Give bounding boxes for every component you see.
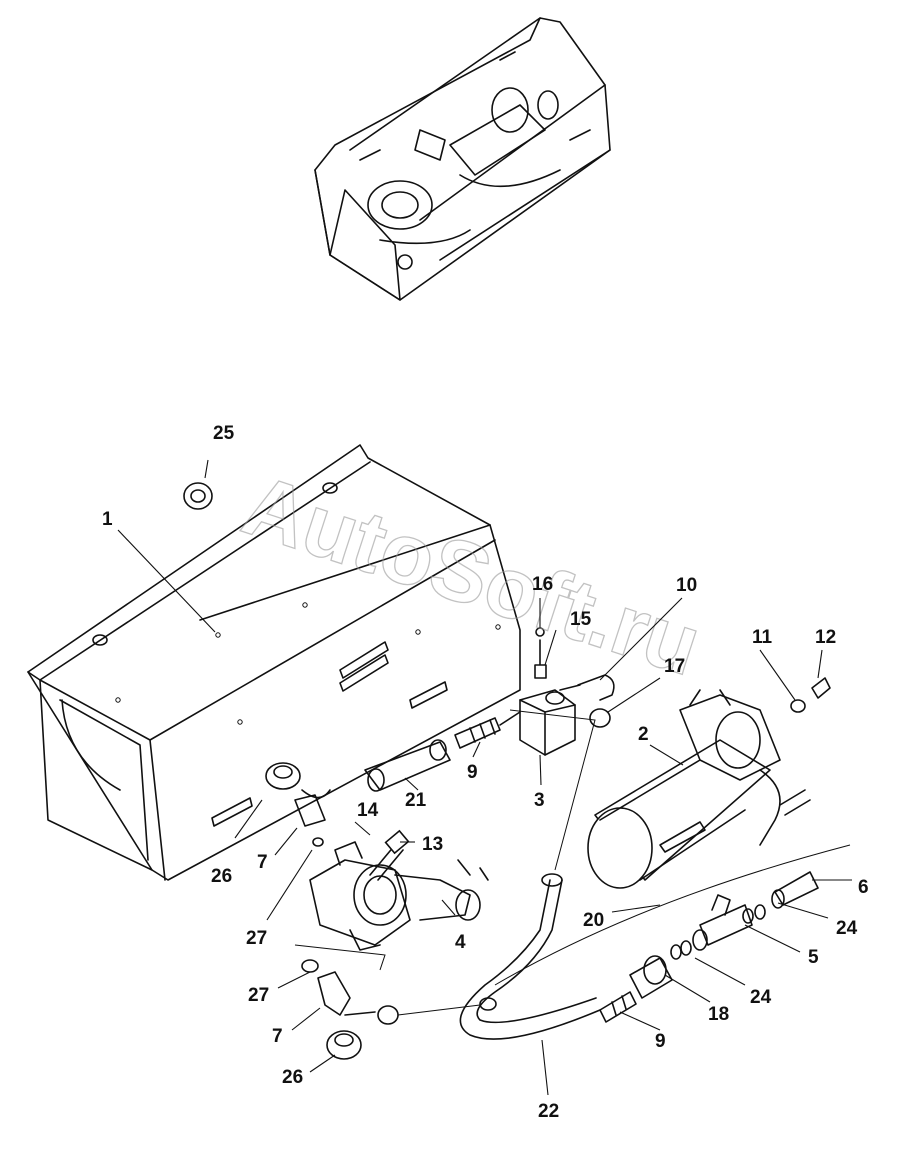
callout-18: 18 [708,1004,729,1025]
hose-21 [364,739,451,792]
callout-9-upper: 9 [467,762,478,783]
callout-27-lower: 27 [248,985,269,1006]
callout-22: 22 [538,1101,559,1122]
callout-13: 13 [422,834,443,855]
callout-26-upper: 26 [211,866,232,887]
callout-20: 20 [583,910,604,931]
connector-18 [629,955,673,999]
callout-11: 11 [752,627,773,648]
callout-6: 6 [858,877,869,898]
hose-22 [459,873,601,1040]
filter-assembly-4 [309,841,489,951]
callout-16: 16 [532,574,553,595]
callout-1: 1 [102,509,113,530]
assembly-lines [294,709,596,971]
leader-lines [117,459,852,1096]
callout-7-upper: 7 [257,852,268,873]
callout-9-lower: 9 [655,1031,666,1052]
callout-24-upper: 24 [836,918,858,939]
grommet-25 [183,482,213,510]
tank-body [27,444,521,881]
callout-25: 25 [213,423,235,444]
fitting-9-lower [599,991,637,1023]
callout-14: 14 [357,800,379,821]
callout-21: 21 [405,790,427,811]
pump-motor-2 [587,689,811,889]
bolt-13 [369,829,410,881]
elbow-fitting-lower [301,959,481,1060]
callout-4: 4 [455,932,466,953]
tank-fitting-upper [265,762,331,847]
small-parts-11-12 [790,677,831,713]
callout-10: 10 [676,575,697,596]
callout-26-lower: 26 [282,1067,303,1088]
callout-27-upper: 27 [246,928,267,949]
callout-12: 12 [815,627,836,648]
callout-15: 15 [570,609,592,630]
callout-17: 17 [664,656,685,677]
callout-2: 2 [638,724,649,745]
overview-assembly [314,17,611,301]
watermark-text: AutoSoft.ru [232,457,711,694]
valve-block-3 [499,689,576,756]
fitting-9-upper [454,717,501,749]
line-20 [494,844,851,986]
callout-3: 3 [534,790,545,811]
callout-24-lower: 24 [750,987,772,1008]
fittings-right [670,871,819,960]
callout-labels: 25 1 16 15 10 11 12 17 2 9 3 21 14 13 26… [102,423,869,1122]
callout-7-lower: 7 [272,1026,283,1047]
callout-5: 5 [808,947,819,968]
